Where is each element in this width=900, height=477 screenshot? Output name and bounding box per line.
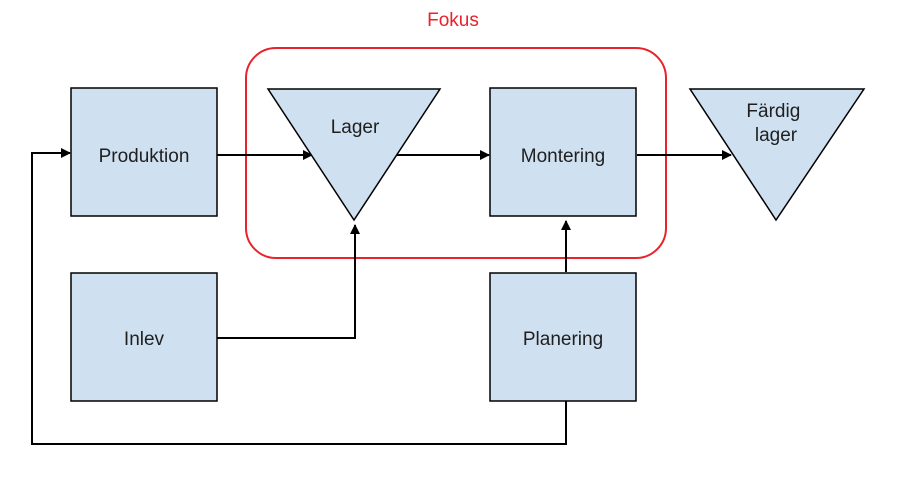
node-produktion: Produktion [70,87,218,217]
focus-label: Fokus [427,10,479,31]
planering-label: Planering [523,329,603,350]
node-planering: Planering [489,272,637,402]
lager-triangle [266,88,442,222]
focus-frame [245,47,667,259]
arrow-planering-to-produktion [31,148,567,445]
node-fardig-lager: Färdig lager [688,88,866,222]
produktion-box [70,87,218,217]
montering-box [489,87,637,217]
fardig-lager-label-line1: Färdig [746,101,800,122]
node-lager: Lager [266,88,442,222]
montering-label: Montering [521,146,606,167]
fardig-lager-label: Färdig lager [746,101,805,146]
produktion-label: Produktion [99,146,190,167]
arrow-inlev-to-lager [217,224,360,339]
lager-label: Lager [331,117,380,138]
inlev-label: Inlev [124,329,165,350]
node-inlev: Inlev [70,272,218,402]
fardig-lager-label-line2: lager [755,125,798,146]
planering-box [489,272,637,402]
inlev-box [70,272,218,402]
fardig-lager-triangle [688,88,866,222]
node-montering: Montering [489,87,637,217]
